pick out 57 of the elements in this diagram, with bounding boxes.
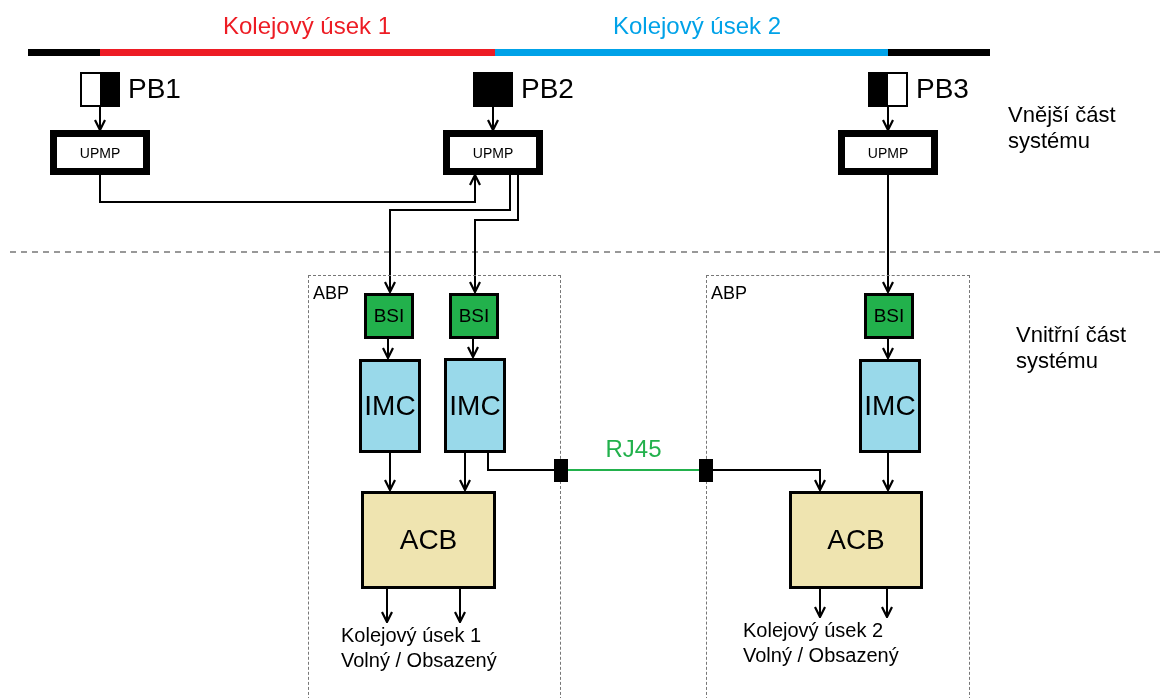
arrow [380,587,394,624]
connector-block [699,459,713,482]
upmp-box [443,130,543,175]
status-text: Kolejový úsek 2 Volný / Obsazený [743,618,900,668]
imc-box [359,359,421,453]
node-label: PB2 [521,73,574,105]
text-label: Vnější část systému [1008,102,1117,155]
node-label: ACB [827,524,885,556]
imc-box [444,358,506,453]
group-label: ABP [711,283,748,304]
arrow [468,174,519,294]
arrow [383,174,511,294]
bsi-box [864,293,914,339]
text-label: Kolejový úsek 1 [221,12,393,41]
node-label: IMC [449,389,501,422]
arrow [881,106,895,132]
group-label: ABP [313,283,350,304]
text-label: Vnitřní část systému [1016,322,1128,375]
arrow [381,337,395,360]
connector-line [487,451,555,471]
arrow [881,337,895,360]
connector-line [567,469,700,471]
arrow [880,587,894,619]
arrow [486,106,500,132]
arrow [93,106,107,132]
arrow [458,451,472,492]
connector-block [554,459,568,482]
arrow [383,451,397,492]
acb-box [361,491,496,589]
node-label: UPMP [472,144,514,161]
node-label: BSI [373,305,405,327]
node-label: BSI [873,305,905,327]
imc-box [859,359,921,453]
node-label: ACB [399,524,458,556]
node-label: UPMP [79,144,121,161]
abp-group-frame [308,275,561,698]
text-label: Kolejový úsek 2 [611,12,783,41]
arrow [881,451,895,492]
arrow [453,587,467,624]
node-label: PB1 [128,73,181,105]
acb-box [789,491,923,589]
status-text: Kolejový úsek 1 Volný / Obsazený [341,623,498,673]
arrow [813,587,827,619]
arrow [466,337,480,359]
upmp-box [50,130,150,175]
node-label: IMC [864,390,916,422]
node-label: BSI [458,305,490,327]
node-label: UPMP [867,144,909,161]
node-label: PB3 [916,73,969,105]
node-label: IMC [364,390,416,422]
arrow [712,469,827,492]
arrow [881,174,895,294]
abp-group-frame [706,275,970,698]
bsi-box [364,293,414,339]
bsi-box [449,293,499,339]
arrow [99,173,482,203]
upmp-box [838,130,938,175]
